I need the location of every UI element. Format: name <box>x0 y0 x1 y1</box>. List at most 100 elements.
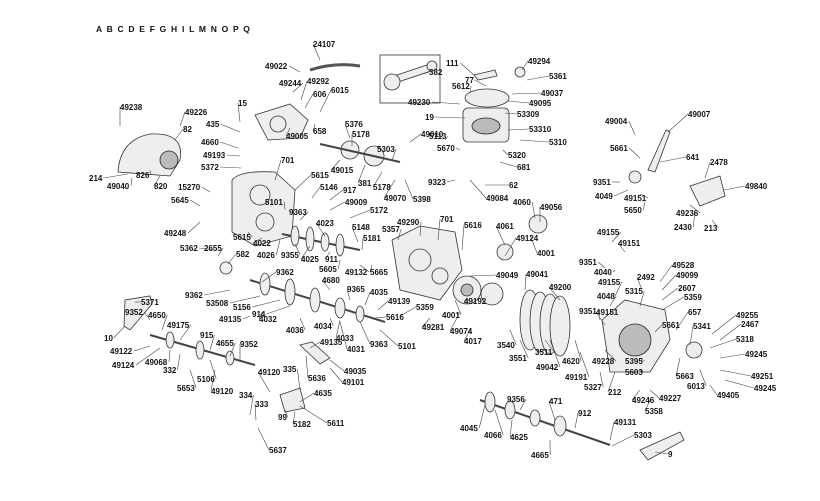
leader-line <box>508 129 529 130</box>
callout-5615: 5615 <box>233 233 251 242</box>
callout-5178: 5178 <box>373 183 391 192</box>
leader-line <box>204 290 230 295</box>
callout-49049: 49049 <box>496 271 519 280</box>
callout-5615: 5615 <box>311 171 329 180</box>
leader-line <box>508 101 529 103</box>
callout-5327: 5327 <box>584 383 602 392</box>
callout-701: 701 <box>281 156 295 165</box>
callout-214: 214 <box>89 174 103 183</box>
leader-line <box>629 121 635 135</box>
callout-212: 212 <box>608 388 622 397</box>
callout-911: 911 <box>325 255 338 264</box>
callout-5661: 5661 <box>662 321 680 330</box>
callout-4036: 4036 <box>286 326 304 335</box>
callout-4035: 4035 <box>370 288 388 297</box>
leader-line <box>532 202 535 218</box>
leader-line <box>360 322 370 344</box>
starter-fork-part <box>280 388 305 412</box>
water-pump-part <box>686 342 702 358</box>
callout-24107: 24107 <box>313 40 336 49</box>
callout-4625: 4625 <box>510 433 528 442</box>
callout-49151: 49151 <box>624 194 647 203</box>
callout-99: 99 <box>278 413 287 422</box>
callout-49056: 49056 <box>540 203 563 212</box>
leader-line <box>662 288 678 300</box>
leader-line <box>435 117 465 118</box>
callout-4031: 4031 <box>347 345 365 354</box>
callout-335: 335 <box>283 365 297 374</box>
callout-2492: 2492 <box>637 273 655 282</box>
callout-49074: 49074 <box>450 327 473 336</box>
callout-9362: 9362 <box>276 268 294 277</box>
callout-382: 382 <box>429 68 443 77</box>
callout-333: 333 <box>255 400 269 409</box>
water-pipe-part <box>310 65 360 70</box>
leader-line <box>330 368 342 382</box>
leader-line <box>202 187 210 192</box>
callout-9365: 9365 <box>347 285 365 294</box>
callout-5315: 5315 <box>625 287 643 296</box>
callout-49405: 49405 <box>717 391 740 400</box>
callout-9352: 9352 <box>125 308 143 317</box>
callout-4061: 4061 <box>496 222 514 231</box>
leader-line <box>447 180 455 182</box>
cylinder-head-part <box>465 89 509 107</box>
callout-49022: 49022 <box>265 62 288 71</box>
leader-line <box>188 222 200 233</box>
leader-line <box>230 296 260 303</box>
callout-49139: 49139 <box>388 297 411 306</box>
conrod-big-end <box>384 74 400 90</box>
callout-49135: 49135 <box>219 315 242 324</box>
callout-49004: 49004 <box>605 117 628 126</box>
leader-line <box>175 129 183 140</box>
callout-826: 826 <box>136 171 150 180</box>
callout-5637: 5637 <box>269 446 287 455</box>
leader-line <box>266 306 290 314</box>
callout-5172: 5172 <box>370 206 388 215</box>
callout-49099: 49099 <box>676 271 699 280</box>
leader-line <box>668 114 688 132</box>
leader-line <box>710 385 717 395</box>
leader-line <box>169 350 170 362</box>
callout-5113: 5113 <box>429 132 447 141</box>
leader-line <box>220 124 240 132</box>
callout-4032: 4032 <box>259 315 277 324</box>
callout-49155: 49155 <box>598 278 621 287</box>
leader-line <box>456 148 460 150</box>
leader-line <box>520 140 549 142</box>
leader-line <box>460 63 475 76</box>
right-cover-dome <box>619 324 651 356</box>
leader-line <box>228 254 236 264</box>
callout-49248: 49248 <box>164 229 187 238</box>
rcase-bore-2 <box>432 268 448 284</box>
callout-4001: 4001 <box>537 249 555 258</box>
callout-4025: 4025 <box>301 255 319 264</box>
callout-4048: 4048 <box>597 292 615 301</box>
callout-49124: 49124 <box>516 234 539 243</box>
callout-4034: 4034 <box>314 322 332 331</box>
callout-5663: 5663 <box>676 372 694 381</box>
callout-5376: 5376 <box>345 120 363 129</box>
leader-line <box>350 210 370 218</box>
callout-49175: 49175 <box>167 321 190 330</box>
callout-49244: 49244 <box>279 79 302 88</box>
callout-49151: 49151 <box>618 239 641 248</box>
leader-line <box>220 142 238 148</box>
callout-4001: 4001 <box>442 311 460 320</box>
leader-line <box>500 162 517 167</box>
callout-641: 641 <box>686 153 700 162</box>
callout-49131: 49131 <box>614 418 637 427</box>
leader-line <box>276 240 280 255</box>
kick-gear-part <box>629 171 641 183</box>
callout-49193: 49193 <box>203 151 226 160</box>
leader-line <box>660 265 672 282</box>
leader-line <box>470 86 471 92</box>
leader-line <box>220 167 241 168</box>
callout-5303: 5303 <box>377 145 395 154</box>
callout-5156: 5156 <box>233 303 251 312</box>
case-bore-2 <box>256 213 274 231</box>
rcase-bore-1 <box>409 249 431 271</box>
callout-49290: 49290 <box>397 218 420 227</box>
callout-49230: 49230 <box>408 98 431 107</box>
callout-4060: 4060 <box>513 198 531 207</box>
